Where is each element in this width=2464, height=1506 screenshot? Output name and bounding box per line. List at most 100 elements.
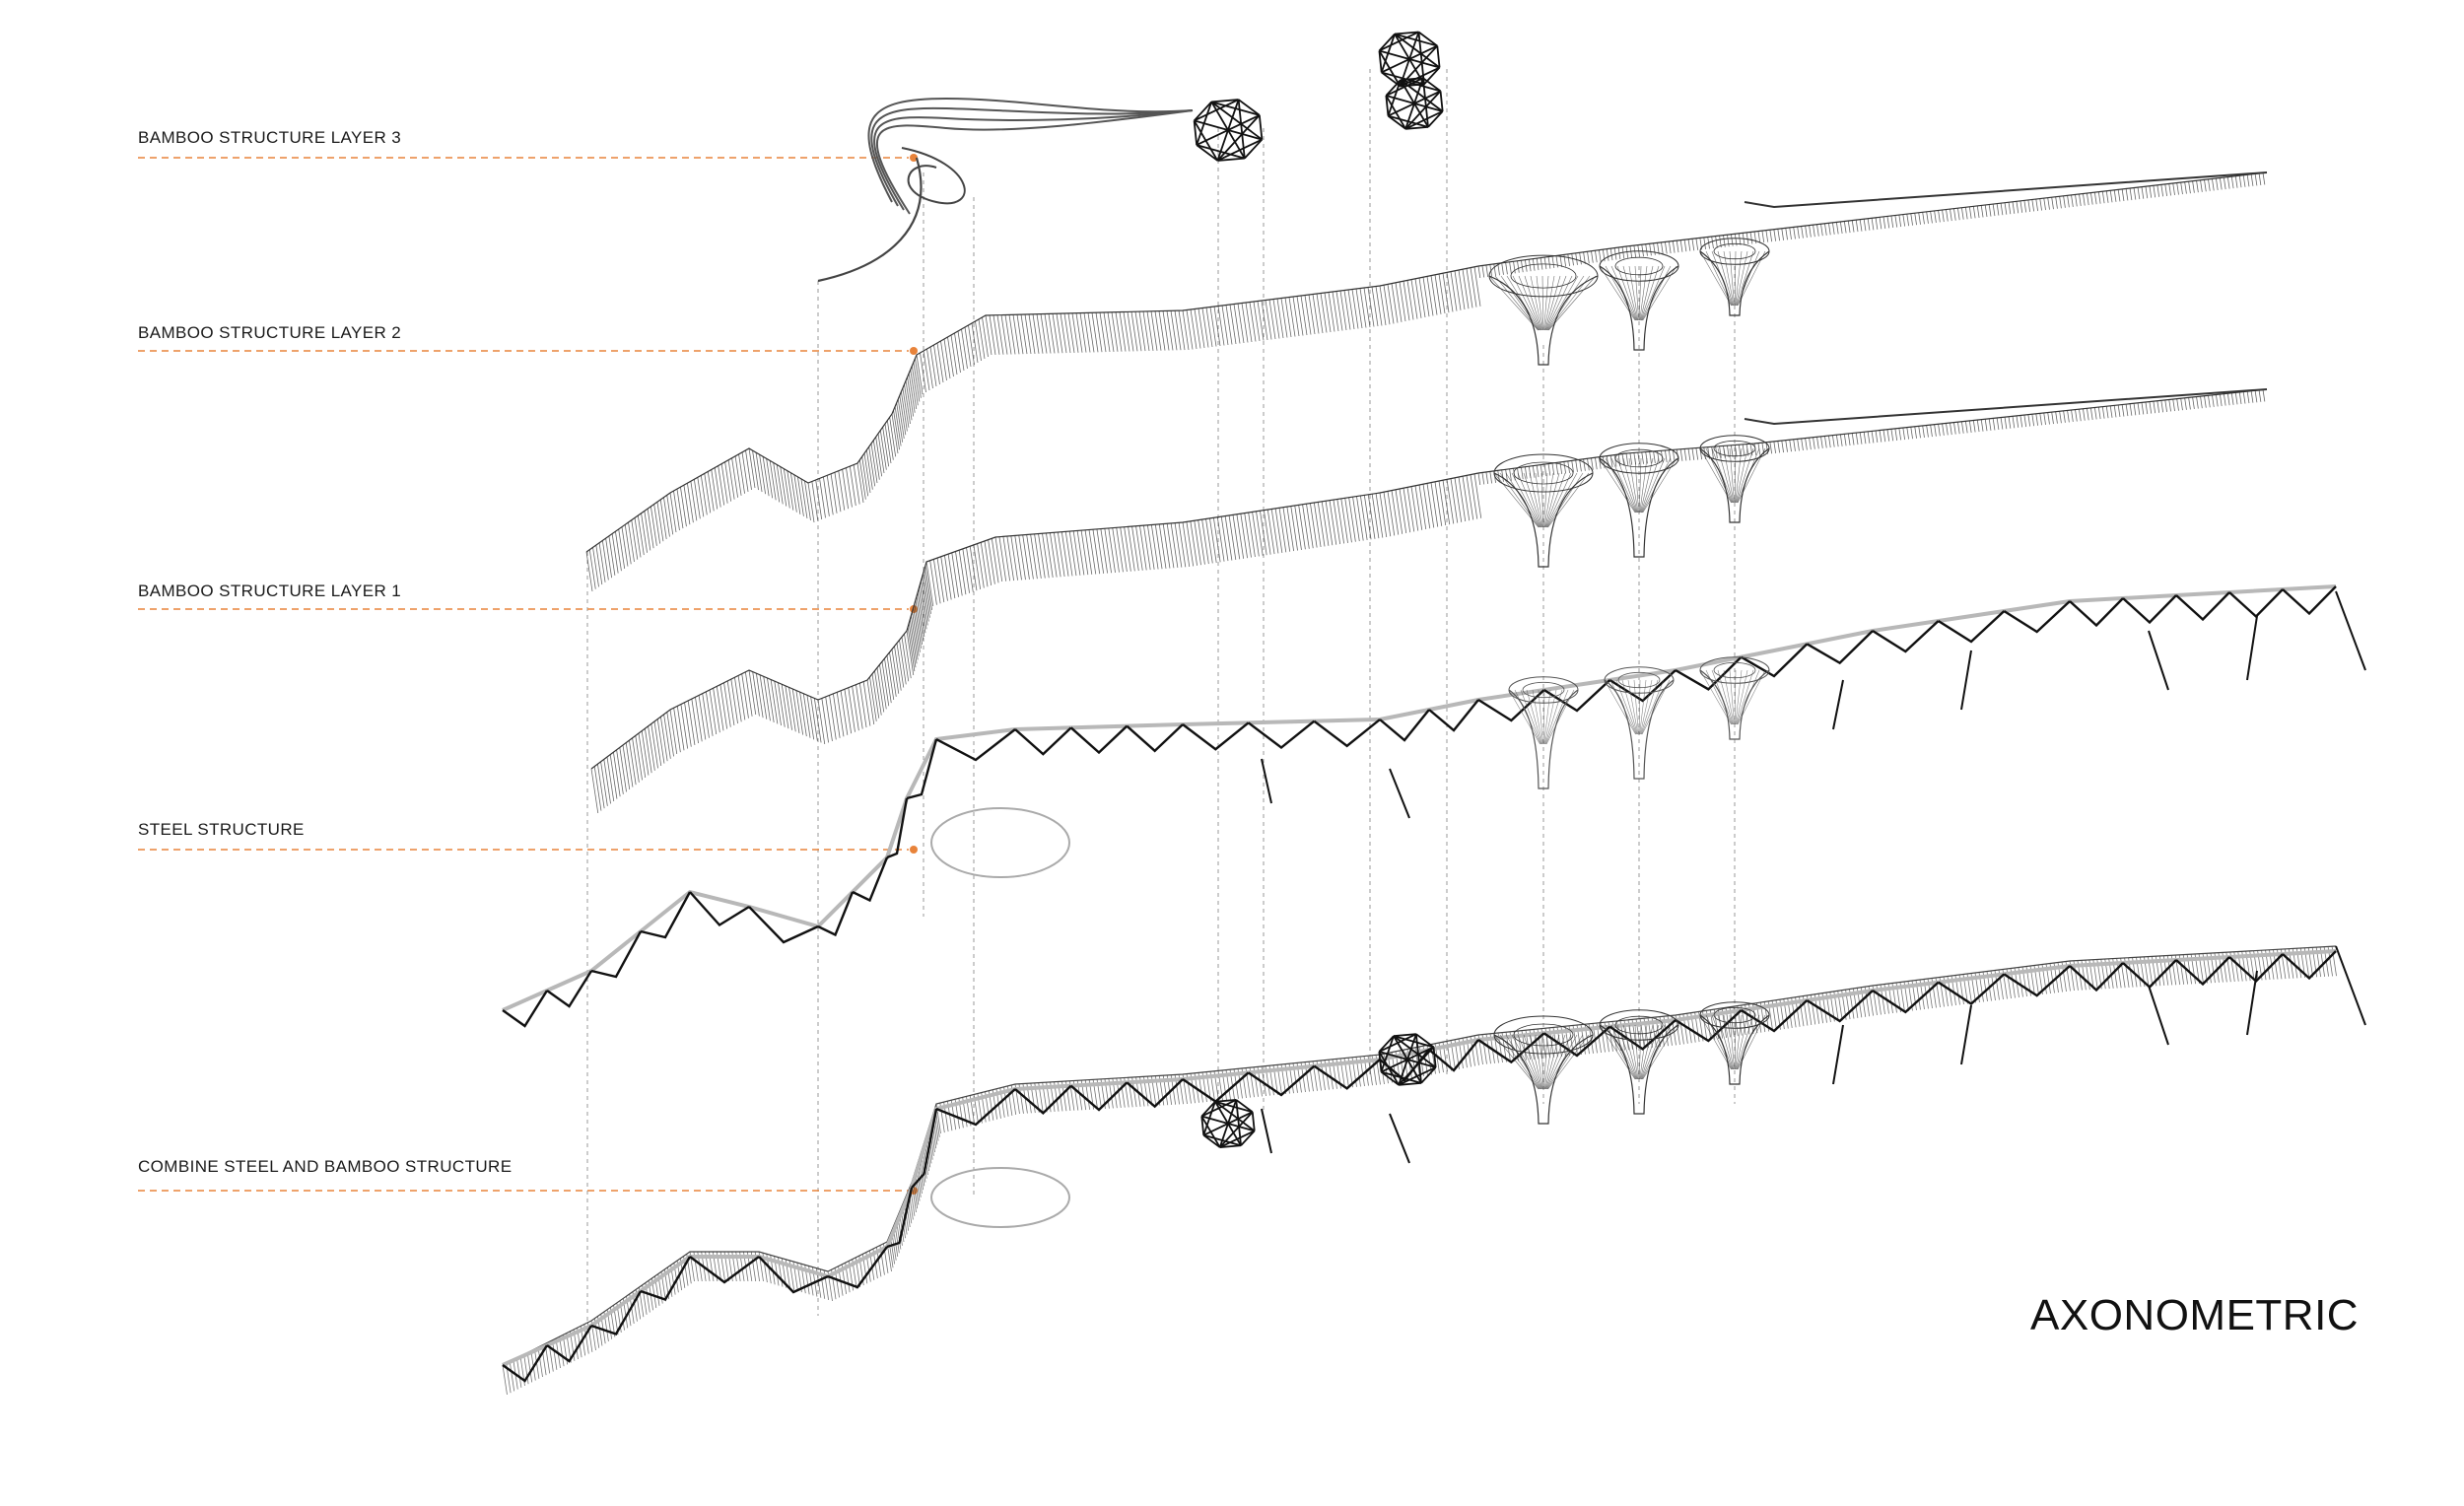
layer2-tail-rib — [2083, 193, 2086, 206]
steel-funnel-rib — [1520, 689, 1541, 745]
layer1-band-rib — [1379, 492, 1388, 538]
layer1-funnel-rib — [1605, 457, 1636, 513]
layer2-tail-rib — [1559, 254, 1563, 268]
layer2-band-rib — [897, 398, 905, 440]
layer2-band-rib — [846, 467, 853, 508]
layer2-tail-rib — [1835, 222, 1839, 235]
bamboo-layer-1-drawing — [590, 388, 2268, 814]
layer1-band-rib — [977, 543, 985, 588]
layer2-band-rib — [1316, 293, 1324, 334]
layer1-tail-rib — [2043, 412, 2046, 425]
steel-funnel-rib — [1640, 679, 1659, 735]
layer2-funnel-rib — [1737, 250, 1766, 307]
layer2-tail-rib — [2000, 203, 2004, 216]
layer2-band-rib — [1410, 279, 1418, 319]
layer2-tail-rib — [2160, 184, 2164, 197]
layer1-tail-rib — [1727, 445, 1730, 458]
combined-funnel-stem — [1699, 1014, 1770, 1085]
layer2-band-rib — [1438, 273, 1446, 314]
layer2-band-rib — [1103, 311, 1111, 353]
layer2-tail-rib — [1996, 203, 2000, 216]
layer2-band-rib — [858, 459, 866, 500]
layer2-band-rib — [830, 473, 838, 513]
combined-leg — [1960, 1004, 1972, 1065]
layer2-band-rib — [1446, 272, 1454, 312]
combined-funnel-rib — [1735, 1014, 1743, 1070]
layer2-tail-rib — [1855, 220, 1859, 233]
layer1-band-rib — [788, 687, 796, 732]
layer2-tail-rib — [1583, 251, 1586, 264]
layer2-band-rib — [870, 443, 878, 484]
steel-web — [1938, 610, 2006, 644]
layer1-tail-rib — [1816, 437, 1819, 449]
layer2-band-rib — [884, 423, 892, 464]
layer1-band-rib — [901, 637, 910, 682]
layer1-tail-rib — [2000, 417, 2004, 430]
layer2-band-rib — [669, 492, 677, 533]
layer2-tail-rib — [2258, 172, 2262, 185]
layer1-band-rib — [1046, 532, 1054, 578]
layer1-band-rib — [680, 704, 689, 749]
layer2-band-rib — [1032, 313, 1040, 354]
layer1-tail-rib — [2016, 415, 2019, 428]
cage-c-strut — [1439, 91, 1444, 112]
layer1-tail-rib — [1583, 458, 1586, 471]
layer1-tail-rib — [1761, 443, 1765, 455]
layer2-band-rib — [1229, 304, 1237, 345]
layer2-band-rib — [595, 545, 603, 585]
layer3-curve — [870, 106, 1194, 207]
combined-funnel-rib — [1641, 1024, 1672, 1080]
combined-funnel-rib — [1711, 1014, 1733, 1070]
layer2-band-rib — [1375, 286, 1383, 326]
layer2-tail-rib — [1742, 233, 1745, 245]
layer1-tail-rib — [1691, 447, 1695, 460]
combined-steel-web — [1069, 1081, 1129, 1112]
layer1-band-rib — [1278, 508, 1287, 553]
layer1-band-rib — [1333, 499, 1341, 545]
layer1-tail-rib — [1801, 438, 1804, 451]
layer2-tail-rib — [1481, 265, 1485, 278]
steel-funnel-rib — [1545, 689, 1575, 745]
layer2-tail-rib — [2101, 191, 2105, 204]
combined-funnel-rim-inner — [1513, 1023, 1574, 1047]
layer2-tail-rib — [2200, 179, 2203, 192]
layer1-tail-rib — [1972, 420, 1976, 433]
layer2-funnel-rib — [1736, 250, 1754, 307]
layer2-band-rib — [968, 324, 975, 366]
cage-c-strut — [1422, 77, 1442, 93]
layer1-tail-rib — [1598, 456, 1602, 469]
combined-funnel-rib — [1543, 1034, 1554, 1090]
layer2-band-rib — [1249, 302, 1257, 342]
layer1-band-rib — [1201, 518, 1209, 565]
layer1-band-rib — [1458, 476, 1467, 522]
layer1-band-rib — [912, 611, 920, 656]
layer2-band-rib — [676, 489, 684, 529]
layer1-tail-rib — [1742, 444, 1745, 456]
layer1-tail-edge — [1477, 388, 2268, 474]
layer1-tail-rib — [1950, 422, 1952, 436]
layer1-band-rib — [1050, 532, 1058, 578]
combined-funnel-rib — [1699, 1014, 1732, 1070]
layer2-tail-rib — [1602, 249, 1606, 262]
layer1-band-rib — [1422, 484, 1431, 529]
layer2-tail-rib — [1953, 208, 1956, 221]
combined-funnel-rib — [1605, 1024, 1636, 1080]
layer1-band-rib — [1317, 502, 1326, 547]
combined-steel-web — [935, 1088, 1016, 1127]
layer2-funnel-stem — [1599, 265, 1679, 351]
combined-funnel-rib — [1511, 1034, 1541, 1090]
layer2-band-rib — [943, 338, 951, 379]
steel-web — [1675, 655, 1743, 691]
layer2-band-rib — [896, 402, 904, 443]
layer1-tail-rib — [1957, 422, 1960, 435]
layer2-band-rib — [849, 466, 856, 507]
label-bamboo-layer-3: BAMBOO STRUCTURE LAYER 3 — [138, 128, 402, 147]
layer2-tail-rib — [1551, 255, 1555, 269]
cage-c-strut — [1400, 79, 1441, 93]
layer2-tail-rib — [1930, 211, 1933, 224]
layer1-band-rib — [915, 599, 924, 645]
layer1-tail-rib — [2196, 396, 2199, 409]
layer1-tail-rib — [2172, 399, 2175, 412]
layer1-band-rib — [1084, 529, 1093, 575]
layer1-band-rib — [625, 742, 634, 787]
